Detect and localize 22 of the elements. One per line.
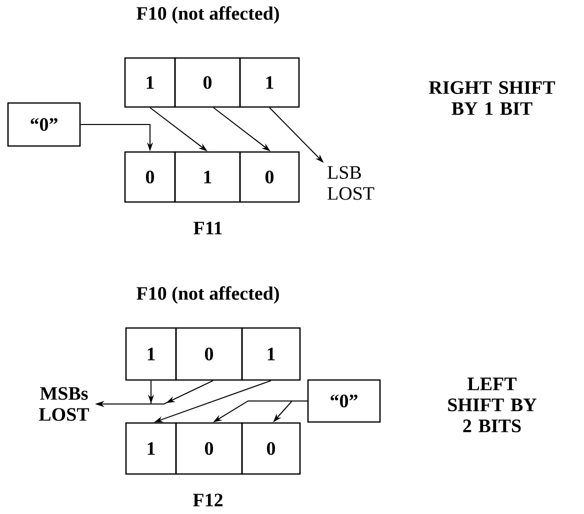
register-cell: 1 bbox=[239, 57, 300, 108]
register-cell: 1 bbox=[241, 327, 301, 381]
register-caption: F10 (not affected) bbox=[136, 286, 279, 304]
register-caption: F12 bbox=[193, 494, 222, 506]
zero-input-box: “0” bbox=[307, 379, 381, 423]
register-cell: 1 bbox=[125, 422, 177, 475]
lost-bits-label: LSB LOST bbox=[328, 166, 374, 200]
register-cell: 0 bbox=[124, 151, 176, 203]
zero-input-box: “0” bbox=[7, 102, 81, 147]
register-cell: 1 bbox=[174, 151, 241, 203]
shift-description: RIGHT SHIFT BY 1 BIT bbox=[428, 81, 556, 115]
register-caption: F11 bbox=[194, 222, 222, 234]
register-cell: 0 bbox=[241, 422, 301, 475]
shift-description: LEFT SHIFT BY 2 BITS bbox=[448, 378, 536, 432]
register-cell: 0 bbox=[175, 327, 243, 381]
lost-bits-label: MSBs LOST bbox=[39, 387, 90, 421]
register-cell: 0 bbox=[175, 422, 243, 475]
register-cell: 0 bbox=[239, 151, 300, 203]
register-cell: 1 bbox=[124, 57, 176, 108]
register-cell: 1 bbox=[125, 327, 177, 381]
register-cell: 0 bbox=[174, 57, 241, 108]
register-caption: F10 (not affected) bbox=[136, 6, 279, 24]
